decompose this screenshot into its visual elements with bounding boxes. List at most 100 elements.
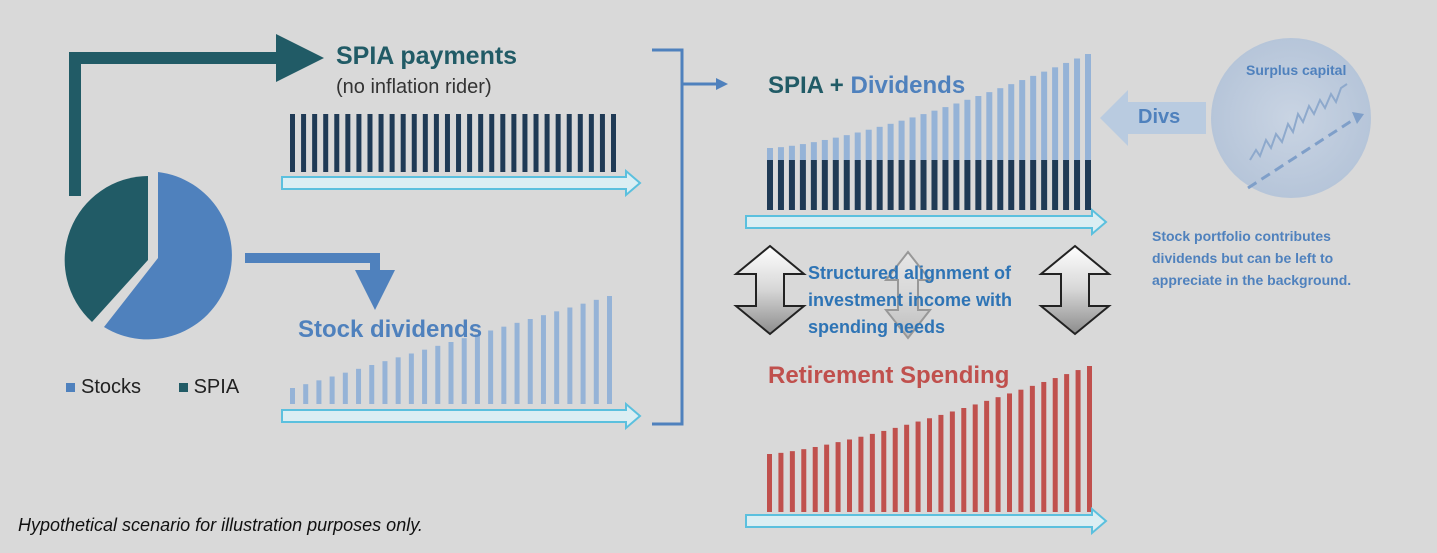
pie-to-spia-arrow — [69, 34, 324, 196]
dividend-bar — [501, 326, 507, 404]
spending-bar — [1052, 378, 1058, 512]
spia-bar — [611, 114, 616, 172]
combined-spia-bar — [832, 160, 839, 210]
spending-bar — [778, 452, 784, 512]
combined-dividend-bar — [854, 132, 861, 160]
spending-bar — [938, 414, 944, 512]
combined-spia-bar — [865, 160, 872, 210]
combined-dividend-bar — [931, 110, 938, 160]
combined-dividend-bar — [887, 123, 894, 160]
spending-bar — [915, 421, 921, 512]
spending-bar — [801, 449, 807, 512]
spia-bar — [478, 114, 484, 172]
alignment-line2: investment income with — [808, 290, 1013, 310]
combined-dividend-bar — [975, 95, 982, 160]
spia-bar — [588, 114, 594, 172]
combined-spia-bar — [997, 160, 1004, 210]
spia-bar — [456, 114, 462, 172]
disclaimer: Hypothetical scenario for illustration p… — [18, 515, 423, 535]
combined-title-spia: SPIA + — [768, 72, 851, 99]
combined-dividend-bar — [1030, 75, 1037, 160]
combined-spia-bar — [1052, 160, 1059, 210]
spia-bar — [290, 114, 295, 172]
combined-dividend-bar — [942, 107, 949, 160]
combined-spia-bar — [986, 160, 993, 210]
combined-dividend-bar — [767, 148, 773, 160]
divs-label: Divs — [1138, 106, 1181, 128]
pie-slice-spia — [64, 176, 148, 322]
combined-spia-bar — [799, 160, 806, 210]
combined-spia-bar — [920, 160, 927, 210]
dividend-bar — [408, 353, 414, 404]
combined-dividend-bar — [953, 103, 960, 160]
spia-bar — [533, 114, 539, 172]
spending-bar — [984, 400, 990, 512]
spia-bar — [312, 114, 318, 172]
combined-income-bars — [767, 54, 1091, 210]
legend-label-stocks: Stocks — [81, 376, 142, 398]
spending-bar — [1075, 370, 1081, 512]
combined-spia-bar — [1041, 160, 1048, 210]
dividend-bar — [369, 365, 375, 404]
combined-spia-bar — [1030, 160, 1037, 210]
combined-dividend-bar — [788, 145, 795, 160]
spending-bar — [881, 430, 887, 512]
spia-payments-title: SPIA payments — [336, 42, 518, 70]
alignment-line1: Structured alignment of — [808, 263, 1012, 283]
spending-bar — [858, 436, 864, 512]
combined-dividend-bar — [843, 135, 850, 160]
spending-timeline-arrow — [745, 506, 1108, 536]
dividends-timeline-arrow — [281, 401, 642, 431]
alignment-line3: spending needs — [808, 317, 946, 337]
spending-bar — [927, 418, 932, 512]
spending-bar — [824, 444, 830, 512]
spending-bar — [949, 411, 955, 512]
combined-spia-bar — [1063, 160, 1070, 210]
pie-slice-stocks — [104, 172, 232, 340]
spending-bar — [767, 454, 772, 512]
combined-dividend-bar — [1019, 80, 1026, 160]
combined-spia-bar — [854, 160, 861, 210]
combined-dividend-bar — [799, 144, 806, 160]
combined-dividend-bar — [810, 142, 817, 160]
spending-bar — [789, 451, 795, 512]
dividend-bar — [593, 299, 599, 404]
combined-dividend-bar — [964, 99, 971, 160]
combined-dividend-bar — [832, 137, 839, 160]
dividend-bar — [448, 342, 454, 404]
stock-dividends-title: Stock dividends — [298, 316, 483, 343]
combined-spia-bar — [1008, 160, 1015, 210]
dividend-bar — [356, 368, 362, 404]
dividend-bar — [461, 338, 467, 404]
alignment-arrow-center — [883, 250, 933, 340]
combined-timeline-arrow — [745, 207, 1108, 237]
spia-bar — [345, 114, 351, 172]
spending-bar — [1064, 374, 1070, 512]
combined-spia-bar — [788, 160, 795, 210]
combined-spia-bar — [942, 160, 949, 210]
combined-spia-bar — [1019, 160, 1026, 210]
spia-bar — [301, 114, 307, 172]
alignment-caption: Structured alignment of investment incom… — [808, 260, 1012, 341]
combined-dividend-bar — [876, 126, 883, 160]
spia-bar — [378, 114, 384, 172]
combined-spia-bar — [843, 160, 850, 210]
spia-bar — [500, 114, 506, 172]
dividend-bar — [567, 307, 573, 404]
dividend-bar — [554, 311, 560, 404]
combined-dividend-bar — [1052, 67, 1059, 160]
combined-spia-bar — [1085, 160, 1091, 210]
spia-bar — [522, 114, 528, 172]
combined-spia-bar — [931, 160, 938, 210]
dividend-bar — [342, 372, 348, 404]
alignment-arrow-left — [733, 244, 807, 336]
combined-spia-bar — [909, 160, 916, 210]
combined-title-dividends: Dividends — [850, 72, 966, 99]
surplus-capital-circle — [1211, 38, 1371, 198]
spending-bar — [869, 433, 875, 512]
spia-bar — [389, 114, 395, 172]
combined-spia-bar — [964, 160, 971, 210]
spia-bar — [544, 114, 550, 172]
dividend-bar — [316, 380, 322, 404]
dividend-bar — [488, 330, 494, 404]
